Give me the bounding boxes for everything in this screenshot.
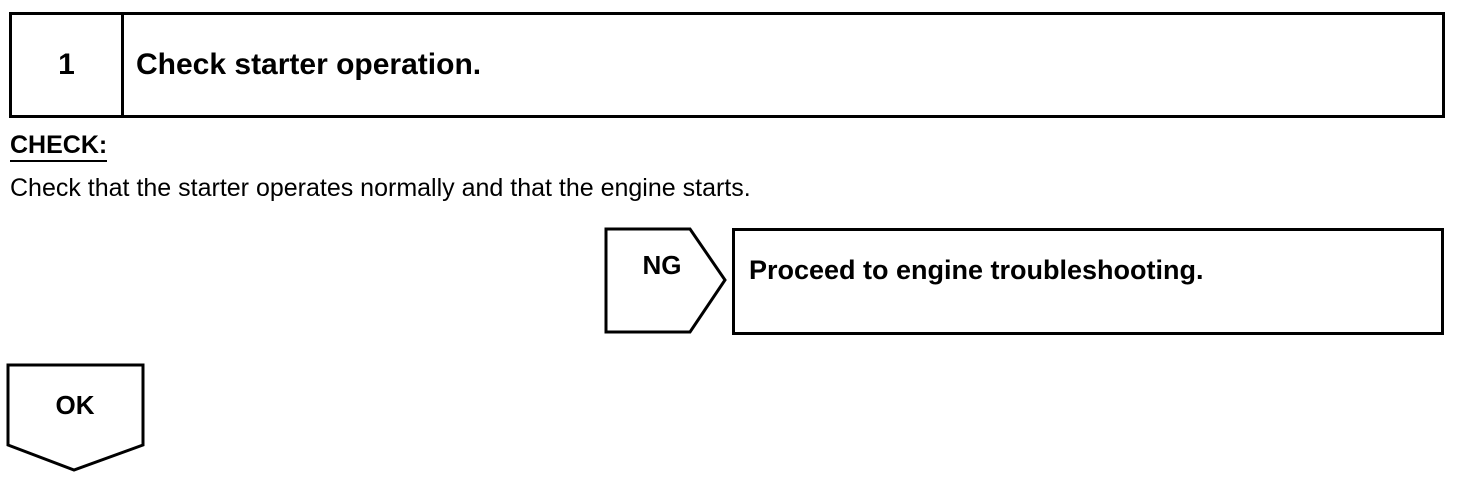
ng-result-box: Proceed to engine troubleshooting. [732,228,1444,335]
step-title: Check starter operation. [136,48,482,81]
ng-result-text: Proceed to engine troubleshooting. [749,255,1204,285]
ng-label: NG [642,250,682,280]
ng-arrow-icon [604,227,727,334]
step-header-box: 1 Check starter operation. [9,12,1445,118]
check-instruction-text: Check that the starter operates normally… [10,174,751,202]
step-number: 1 [12,15,124,115]
ok-label: OK [55,390,95,420]
check-heading: CHECK: [10,130,108,162]
ok-arrow-icon [6,363,145,472]
